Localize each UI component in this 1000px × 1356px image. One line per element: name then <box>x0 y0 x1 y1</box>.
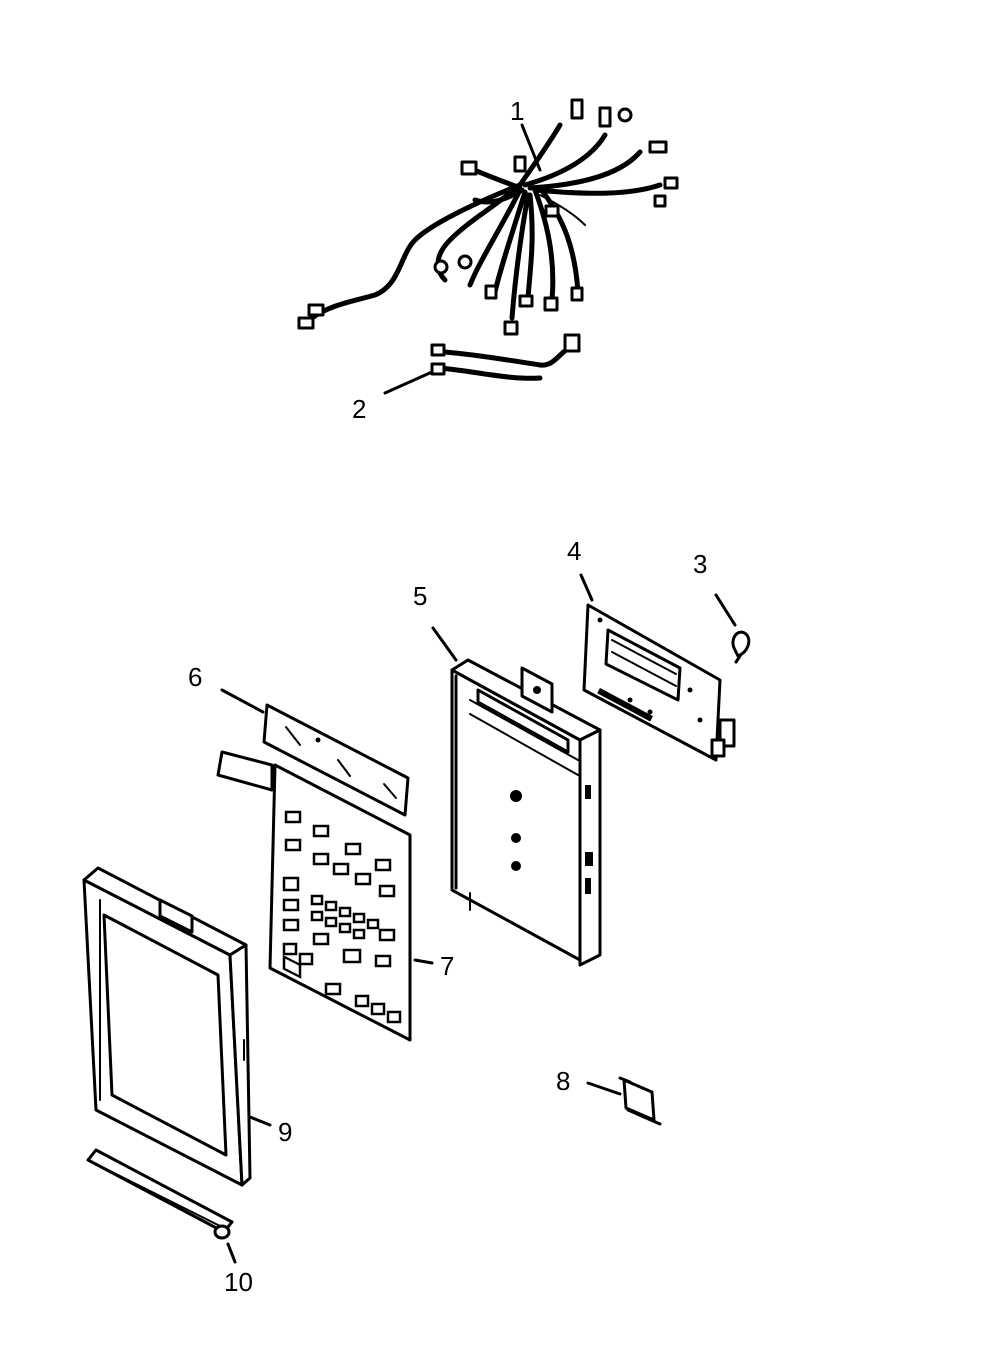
clip-icon <box>731 630 751 664</box>
callout-2-leader <box>383 370 434 395</box>
trim-strip-icon <box>86 1148 234 1240</box>
callout-7-leader <box>413 958 434 965</box>
callout-8-label: 8 <box>556 1066 570 1096</box>
callout-9-label: 9 <box>278 1117 292 1147</box>
callout-10-label: 10 <box>224 1267 253 1297</box>
callout-3-label: 3 <box>693 549 707 579</box>
callout-6-label: 6 <box>188 662 202 692</box>
callout-2-label: 2 <box>352 394 366 424</box>
callout-9-leader <box>248 1115 272 1127</box>
callout-3-leader <box>714 593 737 627</box>
callout-8-leader <box>586 1081 622 1096</box>
control-housing-icon <box>450 658 602 967</box>
display-window-icon <box>262 703 410 817</box>
callout-4-leader <box>579 573 594 602</box>
jumper-wire-icon <box>430 333 581 381</box>
keypad-keys <box>282 954 302 979</box>
callout-4-label: 4 <box>567 536 581 566</box>
callout-6-leader <box>220 688 265 714</box>
callout-1-label: 1 <box>510 96 524 126</box>
callout-1-leader <box>520 123 542 172</box>
wire-harness-icon <box>297 98 679 336</box>
circuit-board-icon <box>582 603 736 762</box>
callout-5-label: 5 <box>413 581 427 611</box>
callout-7-label: 7 <box>440 951 454 981</box>
callout-5-leader <box>431 626 458 662</box>
callout-10-leader <box>226 1242 237 1264</box>
bracket-icon <box>618 1076 662 1126</box>
keypad-membrane-icon <box>216 750 412 1042</box>
control-frame-icon <box>82 866 252 1187</box>
